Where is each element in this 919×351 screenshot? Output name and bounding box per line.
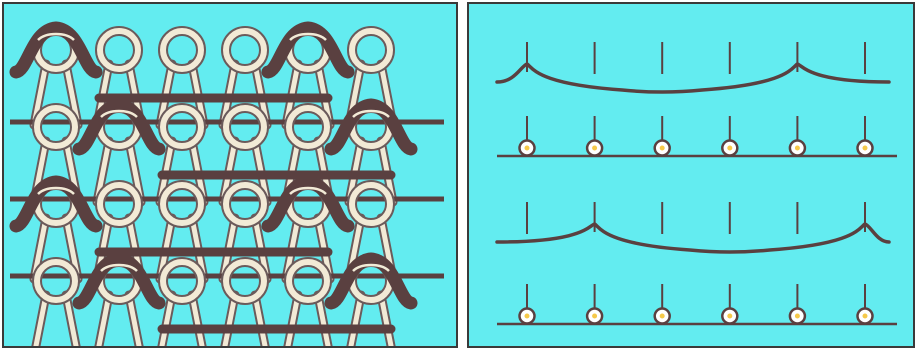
needle-loop-dot (863, 314, 868, 319)
needle-loop-dot (660, 146, 665, 151)
knit-loop (163, 185, 201, 223)
needle-loop-dot (727, 146, 732, 151)
yarn-path (497, 64, 889, 92)
needle-loop-dot (727, 314, 732, 319)
knit-loop (226, 108, 264, 146)
needle-loop-dot (795, 146, 800, 151)
needle-notation-panel (467, 2, 915, 348)
knit-loop (352, 31, 390, 69)
knit-loop (289, 262, 327, 300)
knit-loop (37, 108, 75, 146)
needle-loop-dot (863, 146, 868, 151)
needle-notation-diagram (469, 4, 913, 346)
needle-loop-dot (525, 314, 530, 319)
needle-loop-dot (660, 314, 665, 319)
knit-loop (163, 262, 201, 300)
knit-loop (226, 185, 264, 223)
knit-loop (100, 185, 138, 223)
needle-loop-dot (525, 146, 530, 151)
knit-loop (226, 31, 264, 69)
knit-loop (163, 31, 201, 69)
needle-loop-dot (795, 314, 800, 319)
knit-loop (226, 262, 264, 300)
needle-loop-dot (592, 146, 597, 151)
knit-loop (163, 108, 201, 146)
yarn-path (497, 224, 889, 252)
knit-fabric-diagram (4, 4, 456, 346)
knit-loop (352, 185, 390, 223)
knit-structure-panel (2, 2, 458, 348)
needle-loop-dot (592, 314, 597, 319)
knit-loop (289, 108, 327, 146)
knit-loop (37, 262, 75, 300)
knit-loop (100, 31, 138, 69)
